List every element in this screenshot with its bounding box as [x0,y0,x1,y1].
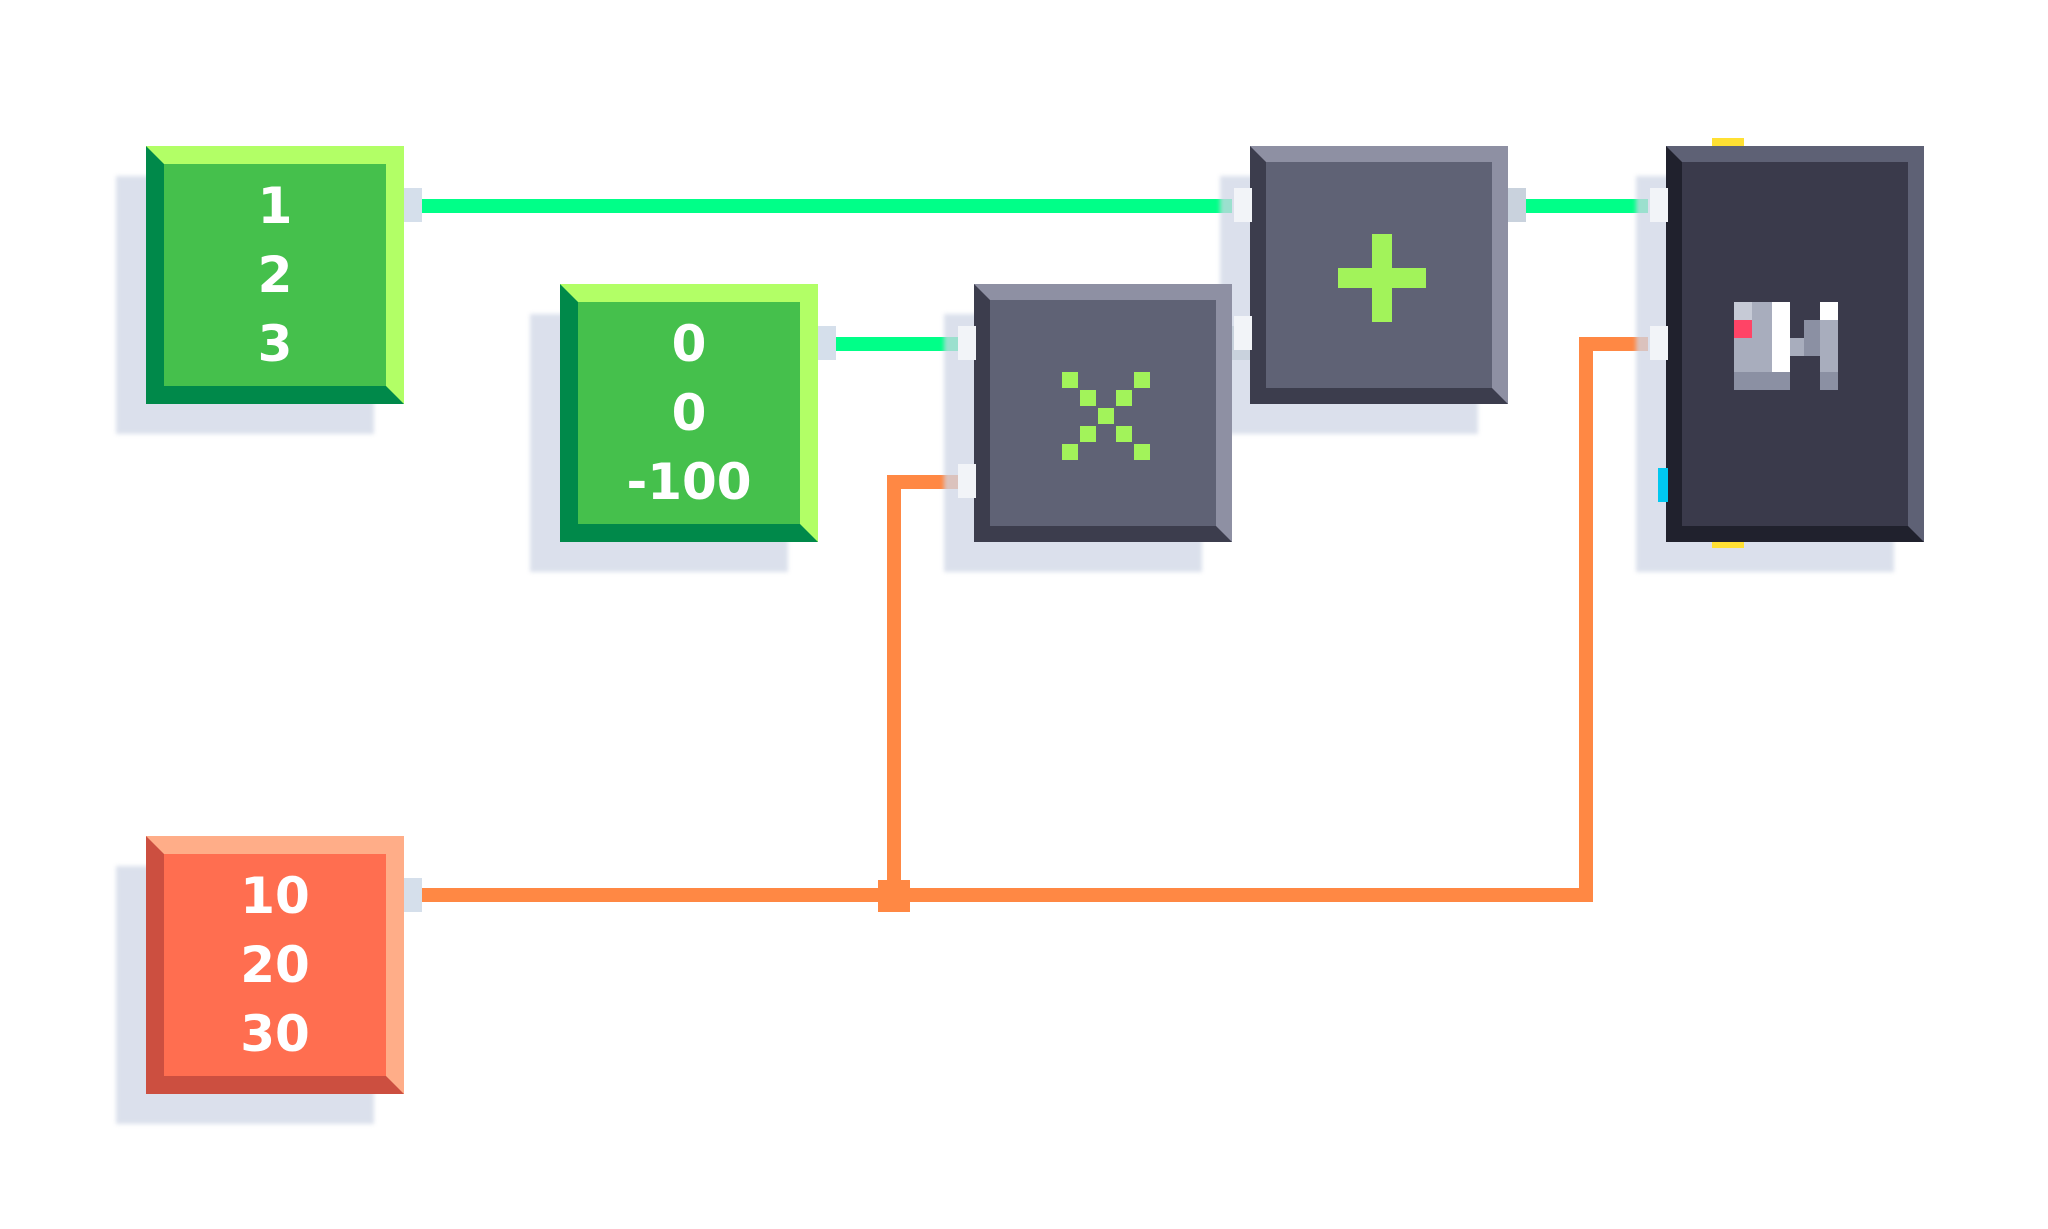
vector-node-b[interactable]: 0 0 -100 [530,284,836,572]
output-port[interactable] [1508,188,1526,222]
vector-z-value: 30 [240,1004,310,1063]
vector-x-value: 10 [240,866,310,925]
vector-x-value: 0 [671,314,707,373]
node-body [560,284,818,542]
vector-y-value: 2 [257,245,293,304]
output-port[interactable] [404,188,422,222]
input-port-b[interactable] [958,464,976,498]
input-port-target[interactable] [1650,326,1668,360]
input-port-cyan[interactable] [1658,468,1668,502]
vector-values: 10 20 30 [146,836,404,1094]
output-port[interactable] [818,326,836,360]
vector-z-value: 3 [257,314,293,373]
output-port[interactable] [404,878,422,912]
vector-values: 0 0 -100 [560,284,818,542]
vector-node-a[interactable]: 1 2 3 [116,146,422,434]
node-body [146,146,404,404]
vector-values: 1 2 3 [146,146,404,404]
vector-y-value: 0 [671,383,707,442]
input-port-b[interactable] [1234,316,1252,350]
vector-x-value: 1 [257,176,293,235]
multiply-node[interactable] [944,284,1250,572]
bottom-port-tab[interactable] [1712,542,1744,548]
vector-node-c[interactable]: 10 20 30 [116,836,422,1124]
node-body [146,836,404,1094]
multiply-icon [1062,372,1150,460]
wire-junction[interactable] [878,880,910,912]
input-port-a[interactable] [958,326,976,360]
add-node[interactable] [1220,146,1526,434]
input-port-position[interactable] [1650,188,1668,222]
camera-icon [1734,302,1838,390]
vector-y-value: 20 [240,935,310,994]
input-port-a[interactable] [1234,188,1252,222]
camera-node[interactable] [1636,138,1924,572]
wire-vector-c-to-multiply[interactable] [887,475,958,895]
plus-icon [1338,234,1426,322]
vector-z-value: -100 [626,452,752,511]
wire-vector-c-to-camera[interactable] [420,337,1648,902]
top-port-tab[interactable] [1712,138,1744,146]
